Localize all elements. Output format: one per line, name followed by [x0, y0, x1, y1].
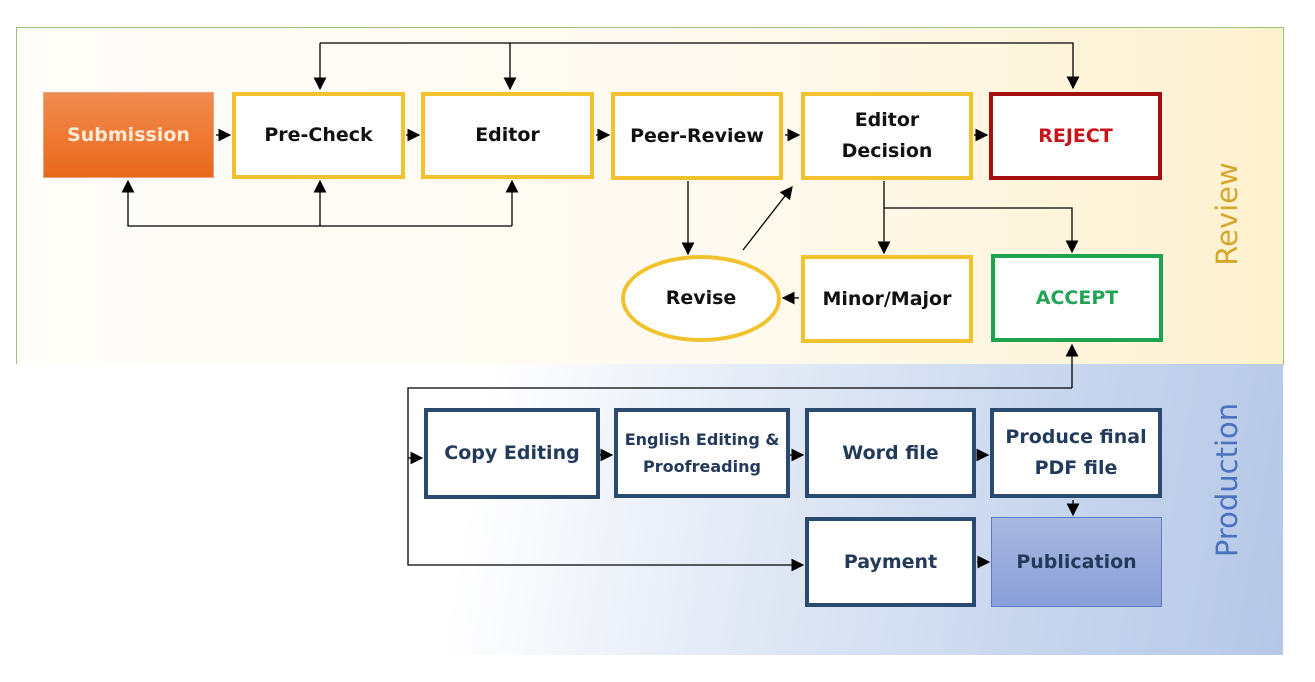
node-reject[interactable]: REJECT [989, 92, 1162, 180]
node-editor-decision-line1: Editor [854, 109, 920, 131]
node-editor-decision-line2: Decision [841, 140, 933, 162]
node-peer-review-label: Peer-Review [630, 124, 764, 147]
edge-bottom-loop [121, 179, 512, 227]
node-editor[interactable]: Editor [421, 92, 594, 179]
node-revise[interactable]: Revise [621, 255, 781, 342]
node-submission[interactable]: Submission [43, 92, 214, 178]
node-word-file-label: Word file [842, 441, 939, 464]
node-payment[interactable]: Payment [805, 517, 976, 607]
node-produce-pdf[interactable]: Produce final PDF file [990, 408, 1162, 498]
node-english-editing[interactable]: English Editing & Proofreading [614, 408, 790, 498]
edge-decision-accept [884, 207, 1079, 254]
node-editor-decision[interactable]: Editor Decision [801, 92, 973, 180]
node-reject-label: REJECT [1038, 124, 1113, 147]
node-publication[interactable]: Publication [991, 517, 1162, 607]
node-minor-major[interactable]: Minor/Major [801, 255, 973, 343]
node-revise-label: Revise [665, 287, 737, 309]
node-accept-label: ACCEPT [1035, 286, 1119, 309]
node-peer-review[interactable]: Peer-Review [611, 92, 783, 180]
edge-accept-production [407, 387, 1072, 572]
edge-revise-decision [742, 185, 793, 251]
node-produce-pdf-line2: PDF file [1034, 457, 1118, 479]
node-copy-editing-label: Copy Editing [444, 442, 580, 464]
node-publication-label: Publication [1016, 550, 1137, 573]
edge-top-loop [320, 42, 1080, 90]
node-editor-label: Editor [475, 124, 540, 146]
node-english-editing-line1: English Editing & [624, 430, 780, 449]
node-payment-label: Payment [843, 550, 938, 573]
node-pre-check[interactable]: Pre-Check [232, 92, 405, 179]
node-accept[interactable]: ACCEPT [991, 254, 1163, 342]
node-english-editing-line2: Proofreading [643, 457, 761, 476]
node-submission-label: Submission [67, 123, 190, 146]
node-pre-check-label: Pre-Check [264, 124, 373, 146]
node-produce-pdf-line1: Produce final [1005, 426, 1147, 448]
node-copy-editing[interactable]: Copy Editing [424, 408, 600, 499]
node-minor-major-label: Minor/Major [822, 287, 952, 310]
node-word-file[interactable]: Word file [805, 408, 976, 498]
